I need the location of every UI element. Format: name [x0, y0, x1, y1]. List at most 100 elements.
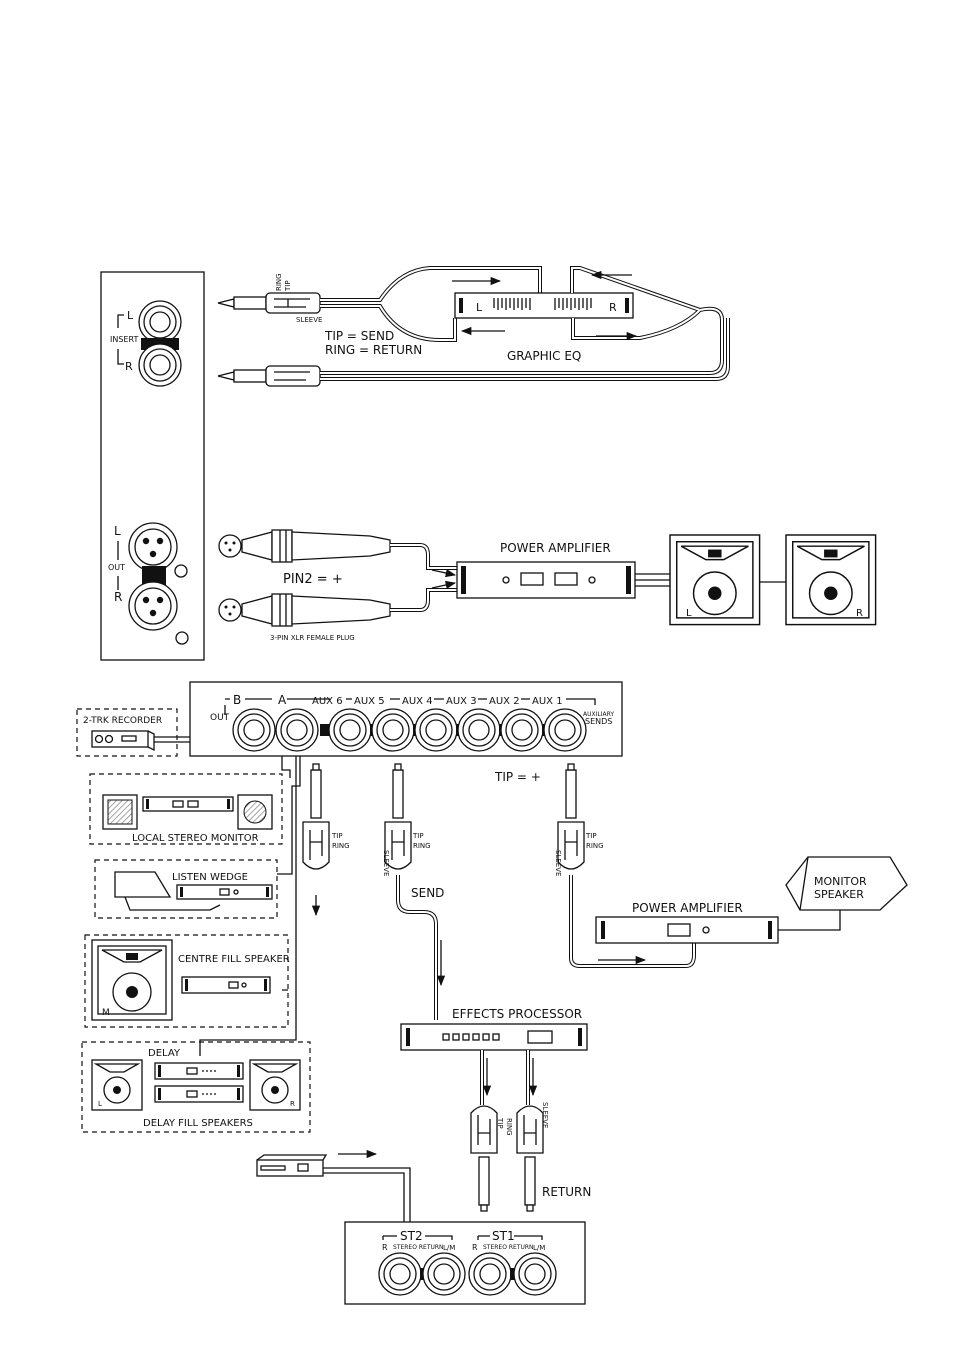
- aux1-label: AUX 1: [532, 696, 563, 707]
- effects-processor-title: EFFECTS PROCESSOR: [452, 1007, 582, 1021]
- st2-stereo-return: STEREO RETURN: [393, 1244, 444, 1251]
- centre-fill-m-label: M: [102, 1008, 110, 1018]
- aux-sends-label-2: SENDS: [585, 717, 612, 726]
- jack-st2-r[interactable]: [378, 1252, 422, 1296]
- aux2-label: AUX 2: [489, 696, 520, 707]
- insert-r-label: R: [125, 360, 133, 373]
- plug3-tip: TIP: [585, 832, 597, 840]
- st2-label: ST2: [400, 1229, 423, 1243]
- plug-tip-label: TIP: [284, 280, 292, 292]
- xlr-out-l[interactable]: [128, 522, 178, 572]
- listen-wedge-label: LISTEN WEDGE: [172, 872, 248, 883]
- aux-output-panel: OUT B A AUX 6 AUX 5 AUX 4 AUX 3 AUX 2 AU…: [189, 681, 623, 784]
- jack-aux6[interactable]: [328, 708, 372, 752]
- plug3-sleeve: SLEEVE: [554, 850, 562, 876]
- pin2-label: PIN2 = +: [283, 572, 343, 587]
- centre-fill-speaker-label: CENTRE FILL SPEAKER: [178, 954, 290, 965]
- insert-jack-l[interactable]: [138, 300, 182, 344]
- centre-fill-amp: [181, 976, 271, 994]
- effects-processor-unit: [400, 1023, 588, 1051]
- plug3-ring: RING: [586, 842, 604, 850]
- jack-aux4[interactable]: [414, 708, 458, 752]
- aux4-label: AUX 4: [402, 696, 433, 707]
- speaker-l-label: L: [686, 608, 692, 619]
- delay-fill-speakers-label: DELAY FILL SPEAKERS: [143, 1118, 253, 1129]
- monitor-speaker-label-1: MONITOR: [814, 875, 867, 888]
- power-amp-title-top: POWER AMPLIFIER: [500, 541, 611, 555]
- listen-wedge-amp: [176, 884, 273, 900]
- speaker-left: [669, 534, 761, 626]
- ring-return-text: RING = RETURN: [325, 343, 422, 357]
- delay-unit: [154, 1062, 244, 1080]
- st1-lm-label: L/M: [533, 1244, 545, 1252]
- aux-sends-label-1: AUXILIARY: [583, 711, 614, 718]
- out-label: OUT: [108, 563, 125, 572]
- jack-aux2[interactable]: [500, 708, 544, 752]
- monitor-speaker-label-2: SPEAKER: [814, 888, 864, 901]
- return-sleeve-label: SLEEVE: [541, 1102, 549, 1128]
- xlr-output-section: PIN2 = + 3-PIN XLR FEMALE PLUG POWER AMP…: [218, 529, 877, 642]
- return-jack-plug-1: [516, 1105, 544, 1212]
- local-stereo-monitor-label: LOCAL STEREO MONITOR: [132, 833, 259, 844]
- insert-eq-section: RING TIP SLEEVE L R GRAPHIC EQ TIP = SEN…: [217, 266, 730, 387]
- eq-r-label: R: [609, 301, 617, 314]
- jack-st1-lm[interactable]: [513, 1252, 557, 1296]
- plug1-ring: RING: [332, 842, 350, 850]
- st2-lm-label: L/M: [443, 1244, 455, 1252]
- return-jack-plug-2: [470, 1105, 498, 1212]
- recorder-device: [91, 730, 149, 748]
- insert-l-label: L: [127, 309, 134, 322]
- insert-jack-r[interactable]: [138, 343, 182, 387]
- return-tip-label: TIP: [496, 1117, 504, 1129]
- graphic-eq-unit: [454, 292, 634, 319]
- insert-label: INSERT: [110, 335, 138, 344]
- monitor-power-amp-section: POWER AMPLIFIER MONITOR SPEAKER: [595, 856, 908, 944]
- aux3-label: AUX 3: [446, 696, 477, 707]
- plug-sleeve-label: SLEEVE: [296, 316, 322, 324]
- delay-l-label: L: [98, 1100, 102, 1108]
- send-label: SEND: [411, 886, 444, 900]
- out-a-label: A: [278, 693, 287, 707]
- jack-aux5[interactable]: [371, 708, 415, 752]
- xlr-plug-label: 3-PIN XLR FEMALE PLUG: [270, 634, 355, 642]
- power-amp-title-monitor: POWER AMPLIFIER: [632, 901, 743, 915]
- external-device: [256, 1149, 411, 1222]
- jack-aux1[interactable]: [543, 708, 587, 752]
- aux-jack-plug-1: [302, 763, 330, 870]
- out-r-label: R: [114, 590, 122, 604]
- stereo-return-panel: ST2 ST1 R STEREO RETURN L/M R STEREO RET…: [344, 1221, 586, 1305]
- eq-l-label: L: [476, 301, 483, 314]
- jack-aux3[interactable]: [457, 708, 501, 752]
- jack-st2-lm[interactable]: [422, 1252, 466, 1296]
- aux-out-label: OUT: [210, 713, 230, 723]
- delay-label: DELAY: [148, 1048, 181, 1059]
- st1-stereo-return: STEREO RETURN: [483, 1244, 534, 1251]
- tip-send-text: TIP = SEND: [324, 329, 394, 343]
- st1-label: ST1: [492, 1229, 515, 1243]
- plug2-sleeve: SLEEVE: [382, 850, 390, 876]
- st2-r-label: R: [382, 1243, 388, 1252]
- speaker-r-label: R: [856, 608, 863, 619]
- aux5-label: AUX 5: [354, 696, 385, 707]
- plug2-ring: RING: [413, 842, 431, 850]
- aux6-label: AUX 6: [312, 696, 343, 707]
- recorder-label: 2-TRK RECORDER: [83, 716, 162, 726]
- plug1-tip: TIP: [331, 832, 343, 840]
- xlr-out-r[interactable]: [128, 581, 178, 631]
- graphic-eq-title: GRAPHIC EQ: [507, 349, 581, 363]
- left-device-group: 2-TRK RECORDER LOCAL STEREO MONITOR LIST…: [76, 708, 311, 1133]
- jack-out-a[interactable]: [275, 708, 319, 752]
- out-l-label: L: [114, 524, 121, 538]
- plug2-tip: TIP: [412, 832, 424, 840]
- tip-plus-label: TIP = +: [494, 770, 541, 784]
- delay-r-label: R: [290, 1100, 295, 1108]
- st1-r-label: R: [472, 1243, 478, 1252]
- jack-st1-r[interactable]: [468, 1252, 512, 1296]
- effects-processor-section: EFFECTS PROCESSOR: [400, 1007, 588, 1105]
- plug-ring-label: RING: [275, 273, 283, 291]
- jack-out-b[interactable]: [232, 708, 276, 752]
- return-ring-label: RING: [505, 1118, 513, 1136]
- delay-amp: [154, 1085, 244, 1103]
- return-label: RETURN: [542, 1185, 591, 1199]
